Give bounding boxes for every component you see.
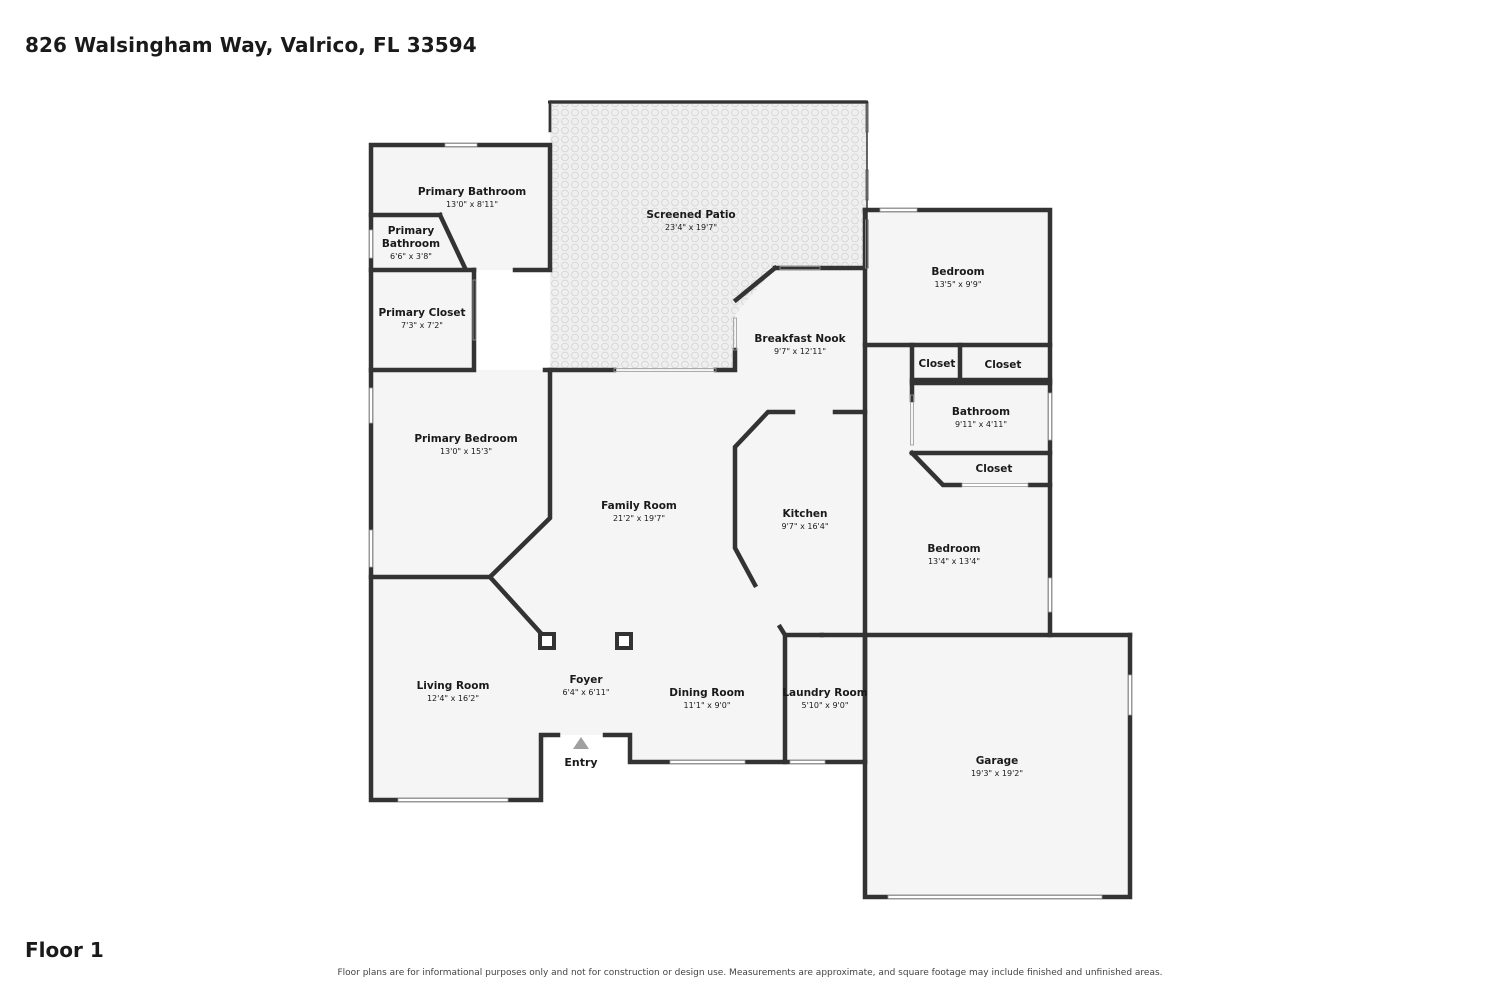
- property-address: 826 Walsingham Way, Valrico, FL 33594: [25, 33, 477, 57]
- room-dims-family-room: 21'2" x 19'7": [613, 514, 665, 523]
- windows: [369, 143, 1132, 899]
- room-name-closet-2: Closet: [985, 359, 1022, 371]
- disclaimer: Floor plans are for informational purpos…: [337, 968, 1163, 978]
- room-name-closet-1: Closet: [919, 358, 956, 370]
- room-name-breakfast-nook: Breakfast Nook: [754, 333, 846, 345]
- room-name-screened-patio: Screened Patio: [646, 209, 735, 221]
- room-name-bathroom: Bathroom: [952, 406, 1010, 418]
- room-name-primary-bathroom: Primary Bathroom: [418, 186, 526, 198]
- room-name-primary-bathroom-small-2: Bathroom: [382, 238, 440, 250]
- patio-paving: [550, 102, 867, 370]
- room-name-bedroom-2: Bedroom: [927, 543, 980, 555]
- room-name-foyer: Foyer: [569, 674, 603, 686]
- room-name-primary-bathroom-small-1: Primary: [388, 225, 435, 237]
- room-dims-primary-bedroom: 13'0" x 15'3": [440, 447, 492, 456]
- room-dims-laundry-room: 5'10" x 9'0": [801, 701, 848, 710]
- room-name-primary-closet: Primary Closet: [378, 307, 465, 319]
- room-dims-bathroom: 9'11" x 4'11": [955, 420, 1007, 429]
- room-name-kitchen: Kitchen: [782, 508, 827, 520]
- floor-label: Floor 1: [25, 938, 104, 962]
- room-dims-kitchen: 9'7" x 16'4": [781, 522, 828, 531]
- room-dims-primary-closet: 7'3" x 7'2": [401, 321, 443, 330]
- entry-arrow-icon: [573, 737, 589, 749]
- room-name-laundry-room: Laundry Room: [782, 687, 867, 699]
- room-dims-bedroom-2: 13'4" x 13'4": [928, 557, 980, 566]
- room-name-living-room: Living Room: [417, 680, 490, 692]
- room-dims-garage: 19'3" x 19'2": [971, 769, 1023, 778]
- room-dims-primary-bathroom-small: 6'6" x 3'8": [390, 252, 432, 261]
- room-dims-breakfast-nook: 9'7" x 12'11": [774, 347, 826, 356]
- room-name-garage: Garage: [976, 755, 1019, 767]
- room-name-family-room: Family Room: [601, 500, 677, 512]
- pillar-left: [538, 632, 556, 650]
- floor-fill: [371, 145, 1130, 897]
- room-dims-primary-bathroom: 13'0" x 8'11": [446, 200, 498, 209]
- pillar-right: [615, 632, 633, 650]
- room-dims-foyer: 6'4" x 6'11": [562, 688, 609, 697]
- room-name-primary-bedroom: Primary Bedroom: [414, 433, 517, 445]
- room-dims-dining-room: 11'1" x 9'0": [683, 701, 730, 710]
- room-dims-bedroom-1: 13'5" x 9'9": [934, 280, 981, 289]
- room-labels: Primary Bathroom 13'0" x 8'11" Primary B…: [378, 186, 1023, 778]
- room-dims-screened-patio: 23'4" x 19'7": [665, 223, 717, 232]
- room-name-closet-3: Closet: [976, 463, 1013, 475]
- room-name-bedroom-1: Bedroom: [931, 266, 984, 278]
- room-name-dining-room: Dining Room: [669, 687, 745, 699]
- entry-label: Entry: [564, 756, 597, 769]
- walls: [368, 142, 1133, 900]
- room-dims-living-room: 12'4" x 16'2": [427, 694, 479, 703]
